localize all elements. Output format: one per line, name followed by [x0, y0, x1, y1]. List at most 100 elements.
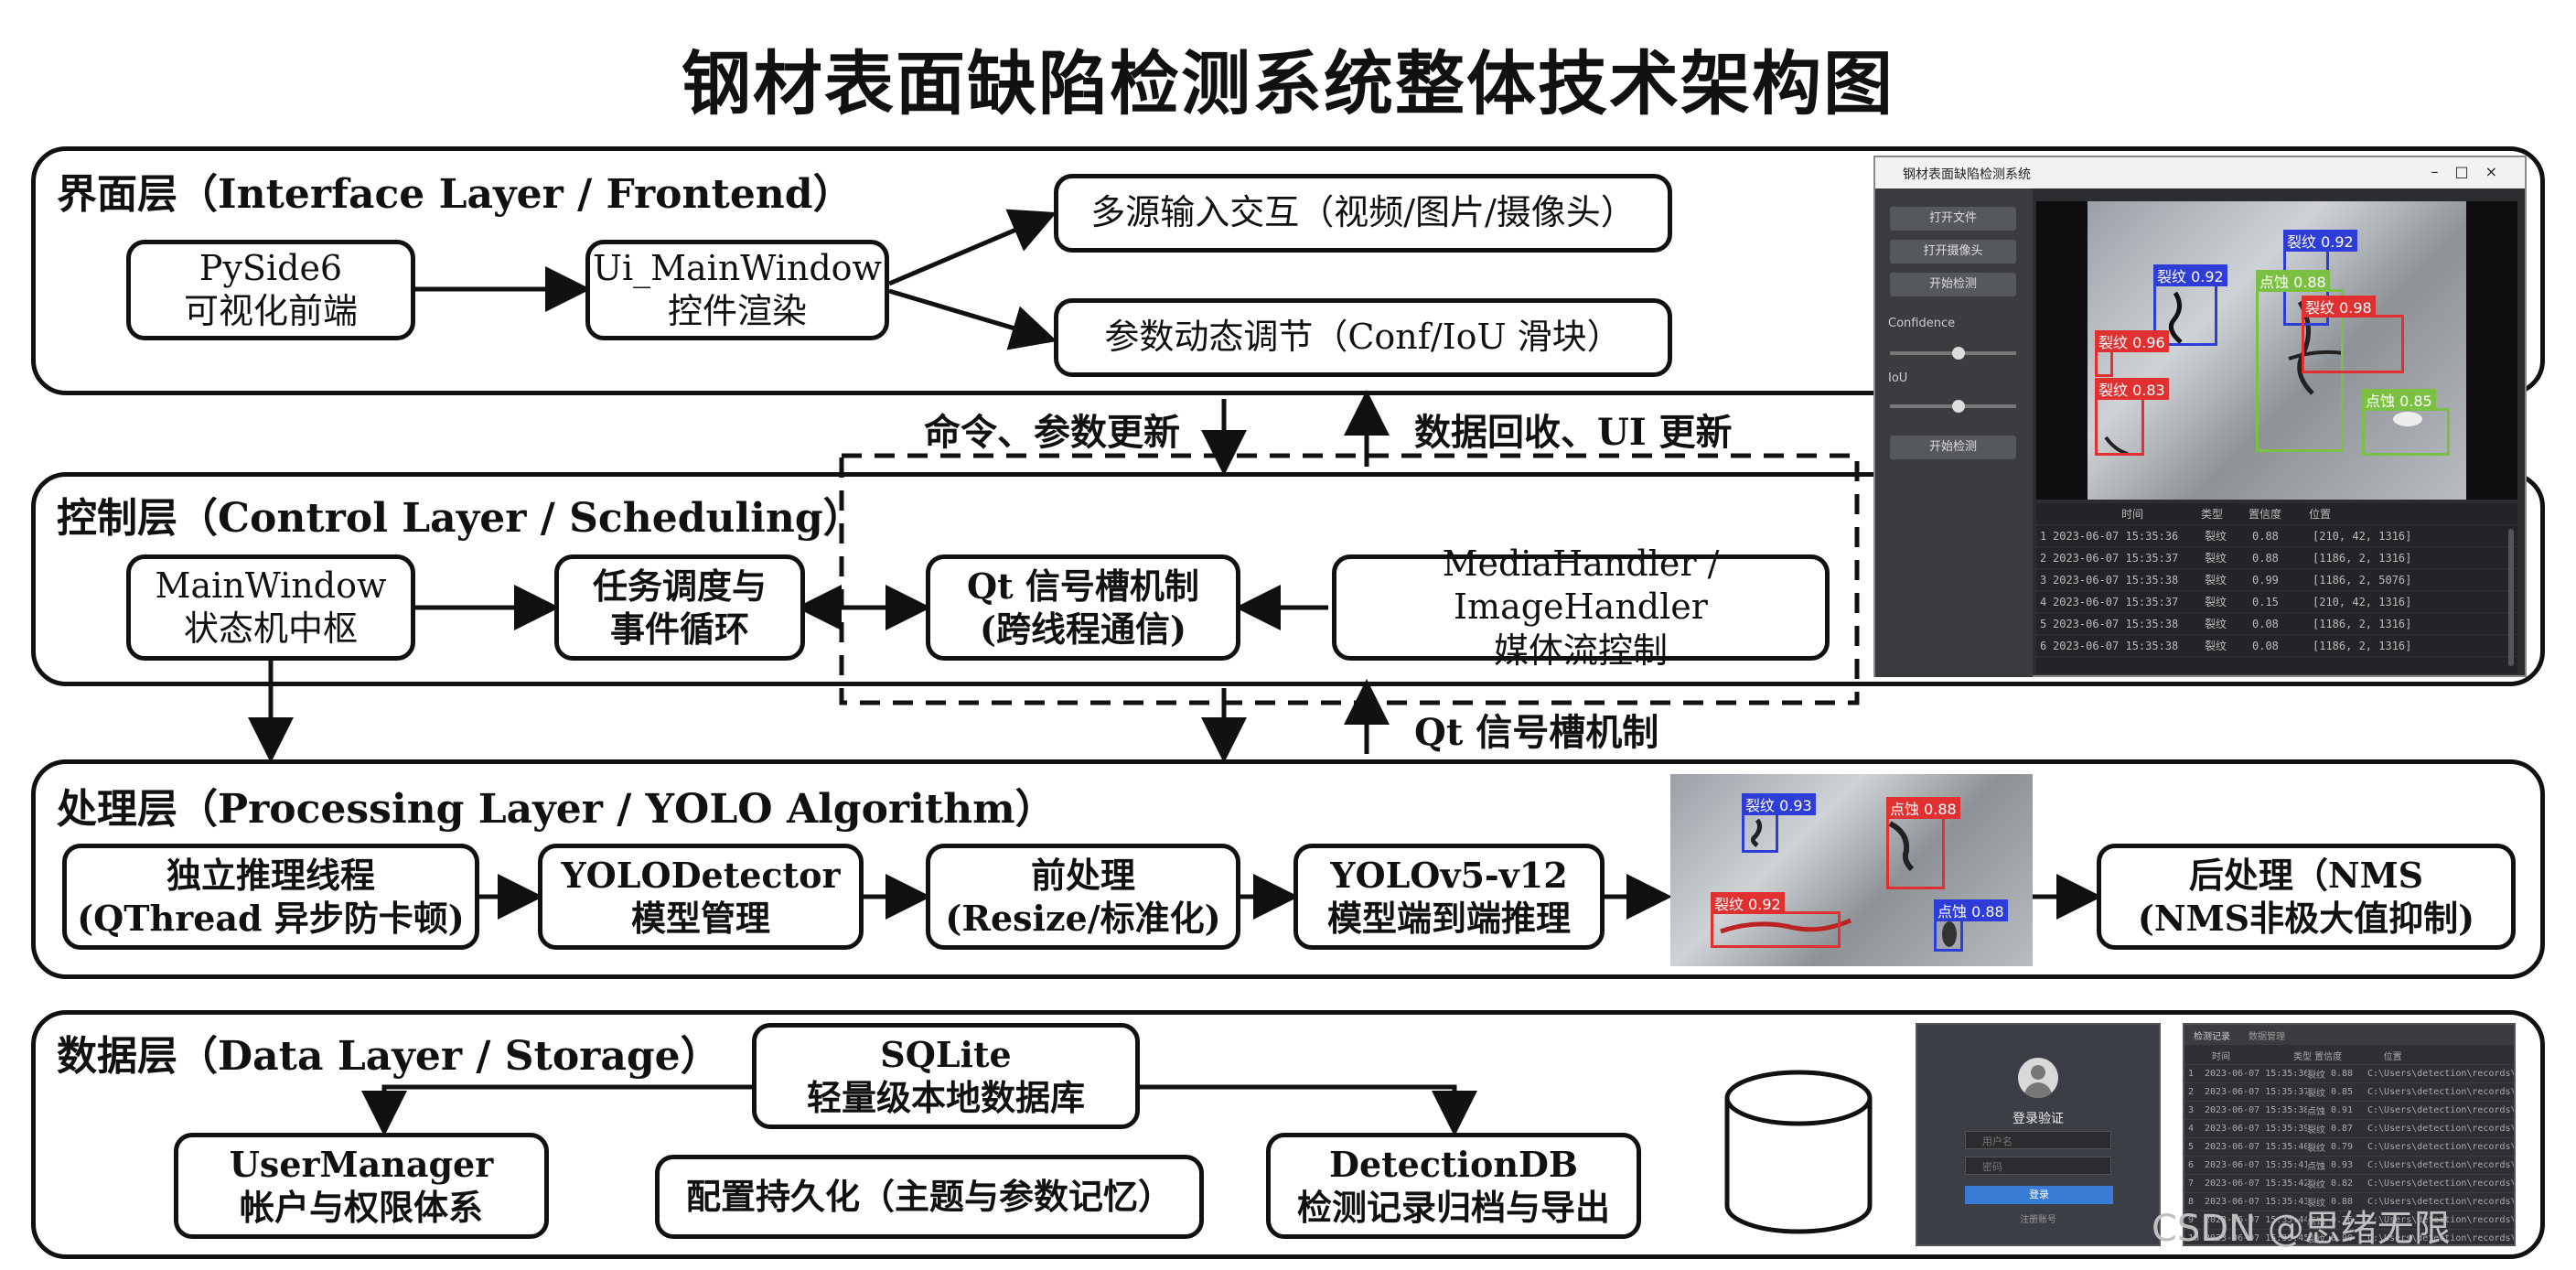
preview-detection-label: 点蚀 0.85	[2362, 389, 2436, 411]
preview-detection-box: 点蚀 0.85	[2362, 389, 2450, 456]
data-layer	[31, 1010, 2545, 1259]
table-row[interactable]: 5 2023-06-07 15:35:38 裂纹 0.08 [1186, 2, …	[2036, 613, 2517, 635]
preview-detection-box: 裂纹 0.92	[2153, 264, 2227, 346]
table-row[interactable]: 3 2023-06-07 15:35:38 裂纹 0.99 [1186, 2, …	[2036, 569, 2517, 591]
records-cell: 0.88	[2331, 1197, 2354, 1207]
window-controls-icon: –□×	[2431, 163, 2514, 180]
yolo-detector-line2: 模型管理	[630, 898, 770, 939]
cmd-update-label: 命令、参数更新	[924, 411, 1180, 454]
password-field[interactable]: 密码	[1965, 1157, 2111, 1175]
table-cell: 2023-06-07 15:35:37	[2053, 551, 2179, 565]
table-cell: [1186, 2, 1316]	[2313, 617, 2412, 630]
register-link[interactable]: 注册账号	[2020, 1215, 2056, 1225]
control-layer-label: 控制层（Control Layer / Scheduling）	[57, 495, 864, 542]
login-button[interactable]: 登录	[1965, 1186, 2113, 1204]
records-cell: C:\Users\detection\records\image_008.jpg	[2367, 1197, 2514, 1207]
app-window-title: 钢材表面缺陷检测系统	[1903, 167, 2031, 182]
table-header: 位置	[2309, 508, 2332, 521]
records-header: 时间	[2212, 1052, 2230, 1062]
records-cell: 0.87	[2331, 1124, 2354, 1134]
detection-preview: 裂纹 0.92 裂纹 0.92 点蚀 0.88 裂纹 0.98 裂纹 0.96 …	[2036, 201, 2517, 500]
table-cell: 0.08	[2252, 617, 2279, 630]
yolo-inference-line1: YOLOv5-v12	[1330, 854, 1568, 896]
table-cell: 裂纹	[2205, 530, 2227, 543]
detectiondb-title: DetectionDB	[1328, 1143, 1579, 1185]
records-cell: C:\Users\detection\records\image_001.jpg	[2367, 1069, 2514, 1079]
table-row[interactable]: 1 2023-06-07 15:35:36 裂纹 0.88 [210, 42, …	[2036, 525, 2517, 547]
preprocess-line1: 前处理	[1030, 854, 1135, 896]
tab-detection-records[interactable]: 检测记录	[2194, 1032, 2230, 1042]
control-layer	[31, 472, 2545, 686]
table-row[interactable]: 4 2023-06-07 15:35:37 裂纹 0.15 [210, 42, …	[2036, 591, 2517, 613]
records-cell: 裂纹	[2307, 1199, 2325, 1209]
run-detect-button[interactable]: 开始检测	[1890, 436, 2016, 459]
table-header: 时间	[2120, 508, 2143, 521]
media-handler-box: MediaHandler / ImageHandler 媒体流控制	[1332, 544, 1830, 671]
table-scrollbar[interactable]	[2508, 529, 2514, 666]
records-cell: 2023-06-07 15:35:42	[2205, 1179, 2307, 1189]
records-cell: 0.93	[2331, 1160, 2354, 1170]
ui-mainwindow-box: Ui_MainWindow 控件渲染	[585, 240, 889, 340]
postprocess-line1: 后处理（NMS	[2188, 854, 2424, 896]
arrow-ui-to-input	[888, 209, 1057, 286]
records-cell: 2023-06-07 15:35:36	[2205, 1069, 2307, 1079]
iou-slider-handle[interactable]	[1952, 400, 1965, 413]
login-title: 登录验证	[2012, 1112, 2064, 1126]
table-row[interactable]: 2 2023-06-07 15:35:37 裂纹 0.88 [1186, 2, …	[2036, 547, 2517, 569]
dashed-region	[839, 453, 1860, 705]
table-cell: [210, 42, 1316]	[2313, 529, 2412, 543]
pyside-frontend-box: PySide6 可视化前端	[126, 240, 415, 340]
table-cell: 裂纹	[2205, 596, 2227, 608]
tab-data-management[interactable]: 数据管理	[2249, 1032, 2285, 1042]
records-cell: C:\Users\detection\records\image_007.jpg	[2367, 1179, 2514, 1189]
table-cell: 2023-06-07 15:35:38	[2053, 617, 2179, 630]
preprocess-line2: (Resize/标准化)	[945, 898, 1221, 939]
sample-detection-label: 点蚀 0.88	[1934, 899, 2008, 921]
preview-detection-label: 裂纹 0.92	[2283, 230, 2357, 252]
open-file-button[interactable]: 打开文件	[1890, 207, 2016, 231]
processing-sample-image: 裂纹 0.93 点蚀 0.88 裂纹 0.92 点蚀 0.88	[1670, 774, 2033, 966]
open-camera-button[interactable]: 打开摄像头	[1890, 240, 2016, 264]
usermanager-subtitle: 帐户与权限体系	[239, 1187, 483, 1228]
confidence-slider-handle[interactable]	[1952, 347, 1965, 360]
preprocess-box: 前处理 (Resize/标准化)	[926, 844, 1240, 950]
records-cell: C:\Users\detection\records\image_002.jpg	[2367, 1087, 2514, 1097]
table-row[interactable]: 6 2023-06-07 15:35:38 裂纹 0.08 [1186, 2, …	[2036, 635, 2517, 657]
app-window-titlebar: 钢材表面缺陷检测系统 –□×	[1875, 157, 2525, 188]
detectiondb-box: DetectionDB 检测记录归档与导出	[1266, 1133, 1641, 1239]
password-placeholder: 密码	[1982, 1161, 2002, 1173]
records-cell: 点蚀	[2307, 1162, 2325, 1172]
start-detect-button[interactable]: 开始检测	[1890, 273, 2016, 296]
records-cell: C:\Users\detection\records\image_009.jpg	[2367, 1215, 2514, 1225]
sqlite-title: SQLite	[880, 1033, 1012, 1075]
scheduler-box: 任务调度与 事件循环	[554, 554, 805, 661]
multi-input-label: 多源输入交互（视频/图片/摄像头）	[1090, 192, 1636, 233]
table-cell: [210, 42, 1316]	[2313, 595, 2412, 608]
records-cell: 裂纹	[2307, 1125, 2325, 1135]
records-cell: 10	[2188, 1233, 2200, 1243]
records-cell: C:\Users\detection\records\image_004.jpg	[2367, 1124, 2514, 1134]
table-header: 置信度	[2249, 508, 2282, 521]
username-field[interactable]: 用户名	[1965, 1131, 2111, 1149]
records-cell: 裂纹	[2307, 1180, 2325, 1190]
table-cell: 6	[2040, 639, 2047, 652]
records-cell: C:\Users\detection\records\image_003.jpg	[2367, 1105, 2514, 1115]
inference-thread-box: 独立推理线程 (QThread 异步防卡顿)	[62, 844, 479, 950]
username-placeholder: 用户名	[1982, 1135, 2012, 1147]
table-header-row: 时间 类型 置信度 位置	[2036, 503, 2517, 525]
data-return-label: 数据回收、UI 更新	[1414, 411, 1733, 454]
detection-results-table: 时间 类型 置信度 位置 1 2023-06-07 15:35:36 裂纹 0.…	[2036, 503, 2517, 673]
processing-layer-label: 处理层（Processing Layer / YOLO Algorithm）	[57, 786, 1056, 833]
ui-mainwindow-title: Ui_MainWindow	[592, 247, 883, 288]
table-cell: 2023-06-07 15:35:38	[2053, 573, 2179, 587]
